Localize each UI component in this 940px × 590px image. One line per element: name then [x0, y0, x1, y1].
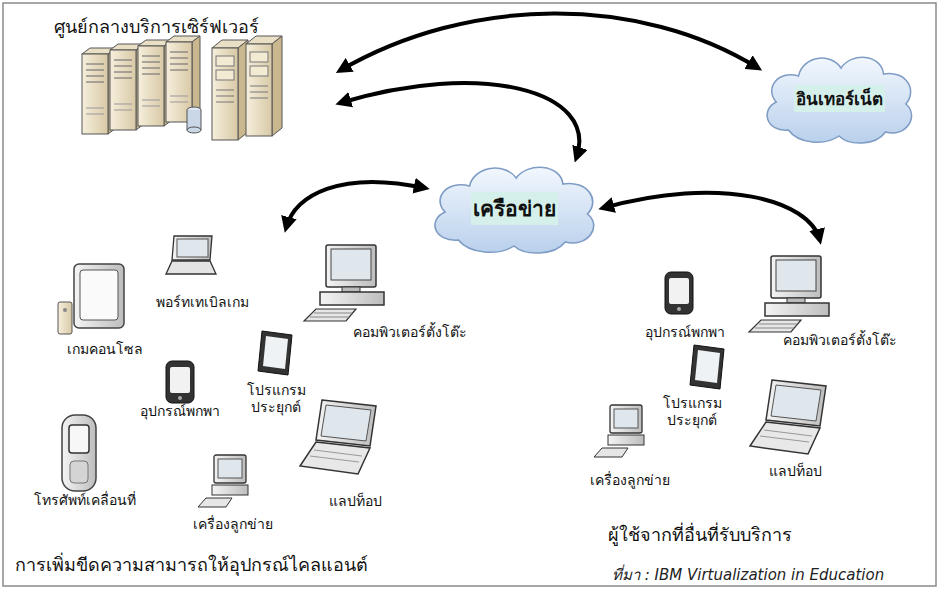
internet-cloud: อินเทอร์เน็ต: [758, 48, 920, 148]
group-label: การเพิ่มขีดความสามารถให้อุปกรณ์ไคลแอนต์: [15, 550, 368, 579]
device-label: เครื่องลูกข่าย: [590, 469, 670, 491]
device-label: อุปกรณ์พกพา: [645, 321, 725, 343]
client-group: การเพิ่มขีดความสามารถให้อุปกรณ์ไคลแอนต์ พ…: [10, 228, 562, 580]
device-label: คอมพิวเตอร์ตั้งโต๊ะ: [353, 321, 467, 343]
device-label: เกมคอนโซล: [67, 338, 143, 360]
laptop: แลปท็อป: [745, 376, 845, 482]
mobile-phone: โทรศัพท์เคลื่อนที่: [15, 413, 155, 511]
source-caption: ที่มา : IBM Virtualization in Education: [612, 563, 884, 587]
device-label: แลปท็อป: [769, 460, 822, 482]
network-cloud: เครือข่าย: [425, 158, 603, 258]
server-center: ศูนย์กลางบริการเซิร์ฟเวอร์: [50, 12, 340, 142]
game-console: เกมคอนโซล: [50, 262, 160, 360]
curved-arrow: [340, 14, 758, 71]
desktop-computer: คอมพิวเตอร์ตั้งโต๊ะ: [760, 253, 920, 351]
device-label: โทรศัพท์เคลื่อนที่: [34, 489, 136, 511]
device-label: เครื่องลูกข่าย: [193, 513, 273, 535]
laptop: แลปท็อป: [300, 398, 410, 512]
cloud-outline: [767, 57, 911, 143]
mobile-device: อุปกรณ์พกพา: [130, 360, 230, 422]
device-label: อุปกรณ์พกพา: [140, 400, 220, 422]
device-label: โปรแกรม ประยุกต์: [236, 382, 316, 416]
client-machine: เครื่องลูกข่าย: [180, 453, 285, 535]
device-label: โปรแกรม ประยุกต์: [652, 395, 732, 429]
client-machine: เครื่องลูกข่าย: [575, 403, 685, 491]
node-label: ศูนย์กลางบริการเซิร์ฟเวอร์: [54, 12, 259, 41]
group-label: ผู้ใช้จากที่อื่นที่รับบริการ: [608, 520, 792, 549]
application-tablet: โปรแกรม ประยุกต์: [652, 343, 732, 429]
cloud-outline: [435, 167, 594, 253]
curved-arrow: [286, 182, 425, 228]
device-label: พอร์ทเทเบิลเกม: [156, 291, 249, 313]
node-label: เครือข่าย: [471, 192, 558, 225]
mobile-device: อุปกรณ์พกพา: [630, 268, 740, 343]
desktop-computer: คอมพิวเตอร์ตั้งโต๊ะ: [325, 243, 495, 343]
application-tablet: โปรแกรม ประยุกต์: [236, 328, 316, 416]
curved-arrow: [340, 83, 579, 158]
device-label: แลปท็อป: [329, 490, 382, 512]
remote-user-group: ผู้ใช้จากที่อื่นที่รับบริการ คอมพิวเตอร์ต…: [570, 240, 932, 580]
curved-arrow: [603, 193, 820, 240]
portable-game: พอร์ทเทเบิลเกม: [140, 233, 265, 313]
node-label: อินเทอร์เน็ต: [794, 85, 885, 112]
device-label: คอมพิวเตอร์ตั้งโต๊ะ: [783, 329, 897, 351]
